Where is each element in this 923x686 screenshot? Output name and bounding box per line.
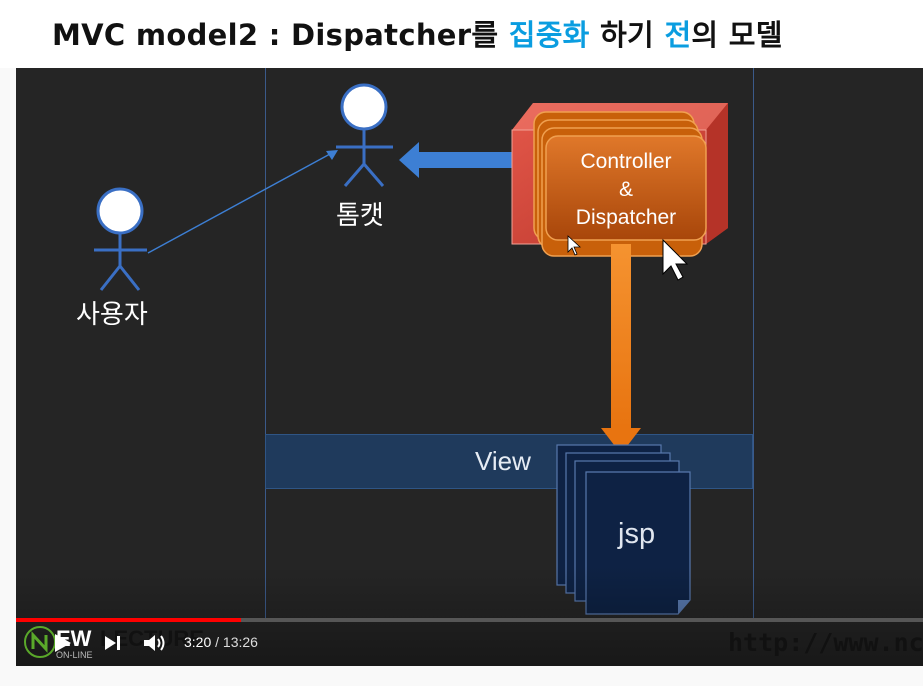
boundary-line-left [265, 68, 266, 618]
title-part-highlight: 전 [664, 18, 692, 52]
total-time: 13:26 [222, 634, 258, 650]
jsp-label: jsp [618, 518, 656, 550]
controller-label-line: Dispatcher [575, 206, 677, 229]
title-part: 하기 [589, 18, 665, 52]
player-controls: EW LECTURE ON-LINE 3:20 / 13:26 http://w… [16, 622, 923, 666]
diagram-canvas [94, 83, 728, 615]
bidirectional-arrow [399, 142, 532, 178]
time-separator: / [211, 634, 223, 650]
play-icon [55, 634, 71, 652]
tomcat-actor-icon [336, 83, 393, 187]
video-player[interactable]: View [16, 68, 923, 666]
play-button[interactable] [52, 632, 72, 658]
next-icon [105, 636, 120, 650]
slide-title: MVC model2 : Dispatcher를 집중화 하기 전의 모델 [52, 12, 783, 54]
current-time: 3:20 [184, 634, 212, 650]
forward-arrow [601, 244, 641, 454]
controller-label-line: & [618, 178, 633, 201]
watermark-url: http://www.nc [728, 628, 923, 657]
request-arrow [147, 150, 338, 254]
user-label: 사용자 [76, 300, 148, 330]
boundary-line-right [753, 68, 754, 618]
title-part: 의 모델 [691, 18, 783, 52]
logo-online-text: ON-LINE [56, 650, 93, 660]
view-label: View [475, 446, 531, 476]
progress-bar[interactable] [16, 618, 923, 622]
controller-label: Controller & Dispatcher [548, 148, 704, 232]
title-part-highlight: 집중화 [508, 18, 590, 52]
jsp-page-stack [556, 444, 691, 615]
user-actor-icon [94, 187, 147, 291]
volume-icon [144, 635, 165, 651]
time-display: 3:20 / 13:26 [184, 634, 258, 650]
controller-card-stack [533, 111, 707, 257]
slide-title-bar: MVC model2 : Dispatcher를 집중화 하기 전의 모델 [0, 0, 923, 68]
cursor-small-icon [567, 235, 582, 256]
title-part: MVC model2 : Dispatcher를 [52, 18, 509, 52]
volume-button[interactable] [142, 632, 168, 658]
progress-bar-fill [16, 618, 241, 622]
cursor-icon [662, 238, 689, 281]
page-bottom [0, 666, 923, 686]
controls-gradient [16, 566, 923, 666]
next-button[interactable] [102, 632, 122, 658]
controller-label-line: Controller [580, 150, 672, 173]
tomcat-label: 톰캣 [336, 201, 384, 231]
